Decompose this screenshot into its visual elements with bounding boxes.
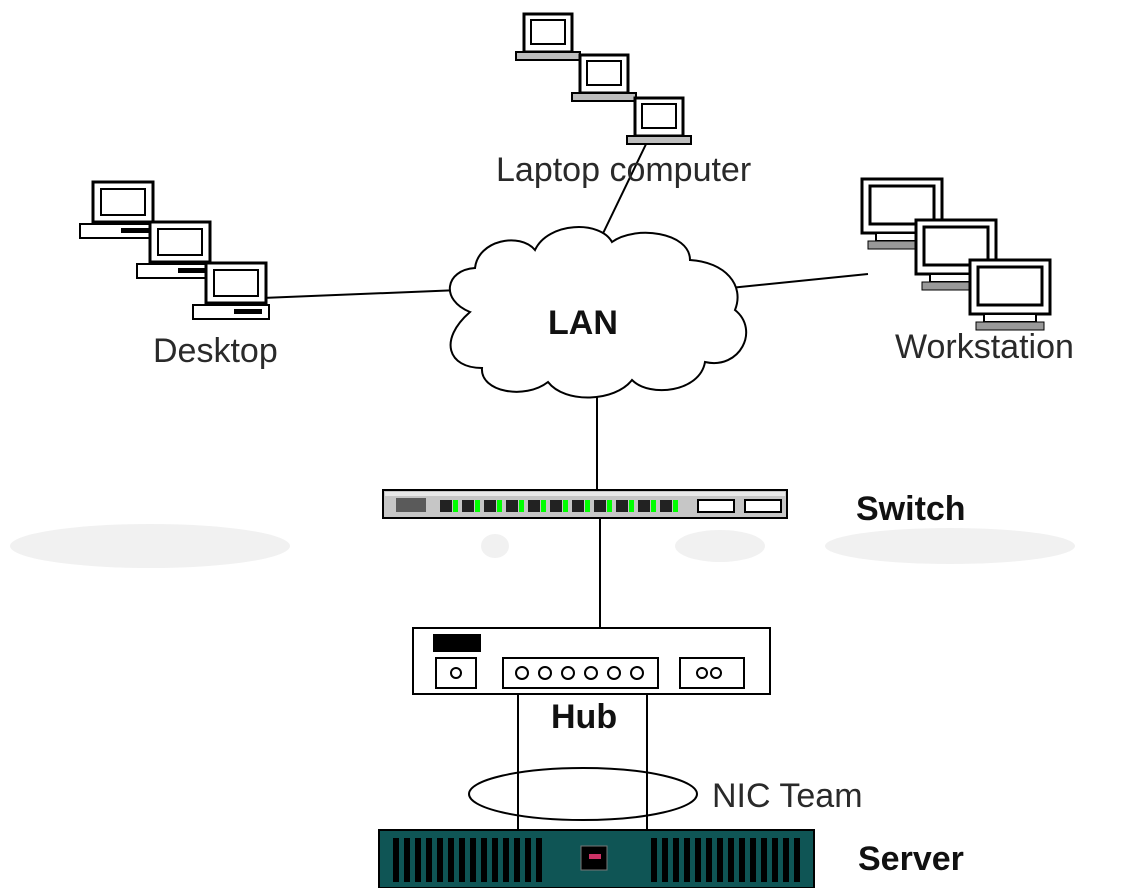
laptop-group <box>514 12 693 146</box>
server-slot <box>514 838 520 882</box>
desktop-label: Desktop <box>153 332 278 370</box>
server-slot <box>651 838 657 882</box>
server-slot <box>761 838 767 882</box>
lan-label: LAN <box>548 304 618 342</box>
laptop-icon <box>625 96 693 146</box>
server-slot <box>662 838 668 882</box>
switch-port-led <box>607 500 612 512</box>
server-label: Server <box>858 840 964 878</box>
server-slot <box>492 838 498 882</box>
switch-ports <box>440 500 678 512</box>
server-slot <box>481 838 487 882</box>
nic-team-label: NIC Team <box>712 777 863 815</box>
switch-port <box>484 500 496 512</box>
switch-port <box>440 500 452 512</box>
switch-port <box>506 500 518 512</box>
line-laptop-lan <box>594 139 649 251</box>
server-slot <box>426 838 432 882</box>
hub-port <box>607 666 621 680</box>
switch-port <box>594 500 606 512</box>
laptop-icon <box>514 12 582 62</box>
server-slot <box>415 838 421 882</box>
switch-port-led <box>453 500 458 512</box>
desktop-icon <box>78 180 158 240</box>
switch-port <box>462 500 474 512</box>
hub-port <box>561 666 575 680</box>
switch-port-led <box>475 500 480 512</box>
switch-port-led <box>585 500 590 512</box>
server-slot <box>673 838 679 882</box>
switch-port <box>638 500 650 512</box>
hub-label: Hub <box>551 698 617 736</box>
server-slots-left <box>393 838 542 882</box>
server-slot <box>393 838 399 882</box>
server-slot <box>536 838 542 882</box>
laptop-label: Laptop computer <box>496 151 751 189</box>
server-slot <box>783 838 789 882</box>
server-slot <box>750 838 756 882</box>
switch-device <box>382 489 788 519</box>
switch-port-led <box>563 500 568 512</box>
switch-port-led <box>541 500 546 512</box>
server-slot <box>794 838 800 882</box>
hub-ports <box>515 666 644 680</box>
server-slot <box>459 838 465 882</box>
server-slot <box>706 838 712 882</box>
server-slot <box>739 838 745 882</box>
switch-port-led <box>497 500 502 512</box>
switch-port-led <box>651 500 656 512</box>
lan-cloud-icon <box>449 226 748 399</box>
server-slot <box>448 838 454 882</box>
server-slot <box>684 838 690 882</box>
server-slot <box>470 838 476 882</box>
switch-port <box>550 500 562 512</box>
server-slot <box>503 838 509 882</box>
switch-port <box>660 500 672 512</box>
workstation-label: Workstation <box>895 328 1074 366</box>
line-workstation-lan <box>729 273 869 289</box>
server-slot <box>772 838 778 882</box>
laptop-icon <box>570 53 638 103</box>
hub-device <box>412 627 771 695</box>
workstation-group <box>860 177 1052 332</box>
server-slots-right <box>651 838 800 882</box>
server-slot <box>404 838 410 882</box>
workstation-icon <box>968 258 1052 332</box>
switch-port-led <box>519 500 524 512</box>
switch-port <box>528 500 540 512</box>
server-slot <box>437 838 443 882</box>
background-smudges <box>10 524 1075 568</box>
switch-port-led <box>673 500 678 512</box>
line-desktop-lan <box>261 289 461 299</box>
server-slot <box>717 838 723 882</box>
switch-port <box>616 500 628 512</box>
server-slot <box>525 838 531 882</box>
switch-port-led <box>629 500 634 512</box>
connection-lines <box>261 139 869 830</box>
hub-port <box>630 666 644 680</box>
switch-label: Switch <box>856 490 966 528</box>
server-slot <box>728 838 734 882</box>
server-device <box>378 829 815 889</box>
nic-team-ellipse <box>468 767 698 821</box>
desktop-group <box>78 180 271 321</box>
hub-port <box>538 666 552 680</box>
hub-port <box>515 666 529 680</box>
server-slot <box>695 838 701 882</box>
switch-port <box>572 500 584 512</box>
hub-port <box>584 666 598 680</box>
